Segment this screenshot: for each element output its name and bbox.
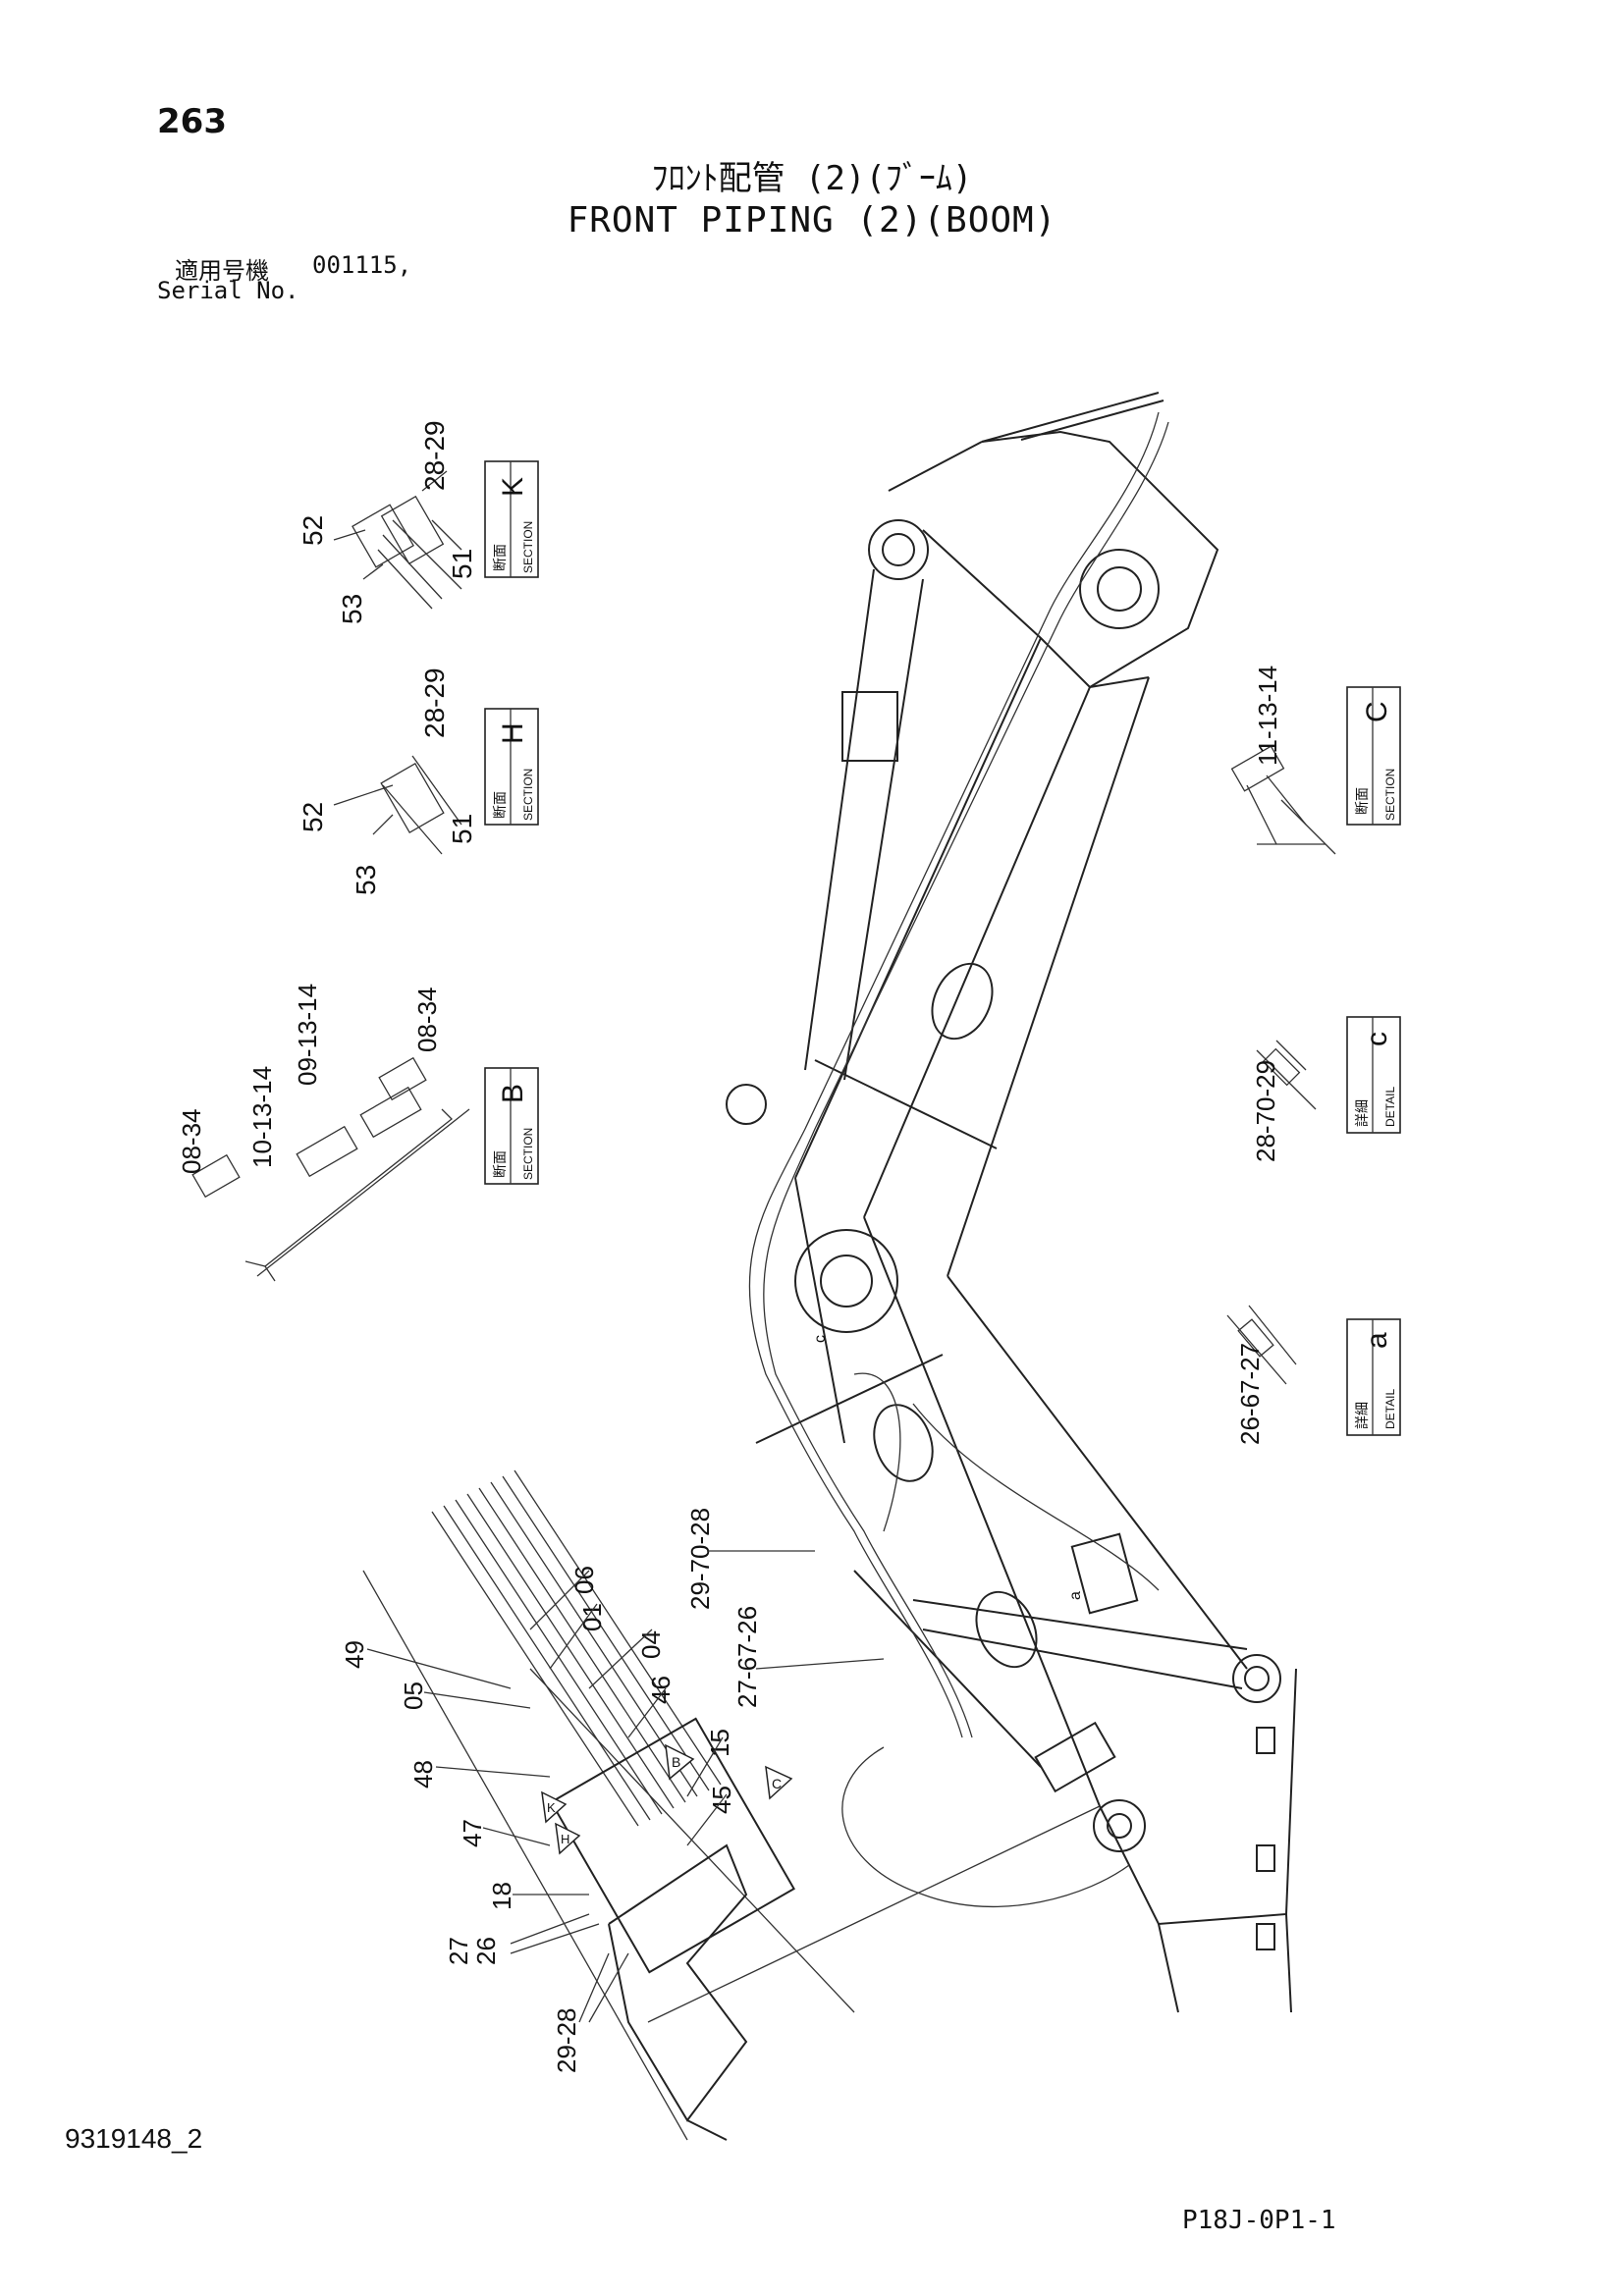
detail-c-label: c 詳細 DETAIL <box>1346 1016 1401 1134</box>
svg-text:c: c <box>1361 1032 1393 1046</box>
callout-29-70-28: 29-70-28 <box>685 1508 715 1610</box>
callout-47: 47 <box>458 1819 487 1847</box>
callout-h-left: 52 <box>298 802 328 832</box>
section-k-view: 28-29 52 53 51 K 断面 SECTION <box>298 420 539 624</box>
serial-value: 001115, <box>312 251 412 279</box>
callout-k-bottom-left: 53 <box>337 594 367 624</box>
svg-text:DETAIL: DETAIL <box>1383 1087 1397 1127</box>
section-marker-k: K <box>541 1790 568 1824</box>
callout-h-bottom-left: 53 <box>351 865 381 895</box>
svg-text:断面: 断面 <box>492 544 508 571</box>
callout-49: 49 <box>340 1640 369 1669</box>
svg-text:SECTION: SECTION <box>1383 769 1397 821</box>
section-h-view: 28-29 52 53 51 H 断面 SECTION <box>298 667 539 895</box>
callout-18: 18 <box>487 1882 516 1910</box>
callout-h-top: 28-29 <box>419 667 450 738</box>
title-english: FRONT PIPING (2)(BOOM) <box>567 200 1057 240</box>
hose-routing <box>748 411 1169 1908</box>
page-code: P18J-0P1-1 <box>1182 2206 1336 2235</box>
section-h-label: H 断面 SECTION <box>484 708 539 826</box>
svg-text:断面: 断面 <box>492 791 508 819</box>
clamp-block <box>550 1717 795 1974</box>
section-b-label: B 断面 SECTION <box>484 1067 539 1185</box>
callout-26: 26 <box>471 1937 501 1965</box>
svg-text:H: H <box>561 1832 569 1846</box>
boom-assembly <box>362 392 1297 2141</box>
svg-text:断面: 断面 <box>492 1150 508 1178</box>
callout-detail-c-stack: 28-70-29 <box>1251 1060 1280 1162</box>
detail-a-label: a 詳細 DETAIL <box>1346 1318 1401 1436</box>
page-number: 263 <box>157 102 227 141</box>
callout-b-09-13-14: 09-13-14 <box>293 984 322 1086</box>
section-c-label: C 断面 SECTION <box>1346 686 1401 826</box>
callout-06: 06 <box>569 1566 599 1594</box>
callout-detail-a-stack: 26-67-27 <box>1235 1343 1265 1445</box>
callout-k-left: 52 <box>298 515 328 546</box>
serial-label-japanese: 適用号機 <box>175 257 269 285</box>
detail-c-view: 28-70-29 c 詳細 DETAIL <box>1251 1016 1401 1162</box>
callout-27: 27 <box>444 1937 473 1965</box>
serial-label-english: Serial No. <box>157 277 299 304</box>
svg-text:B: B <box>672 1754 680 1770</box>
detail-a-view: 26-67-27 a 詳細 DETAIL <box>1226 1305 1401 1445</box>
callout-29-28: 29-28 <box>552 2008 581 2074</box>
section-marker-c: C <box>765 1765 793 1800</box>
svg-text:詳細: 詳細 <box>1354 1099 1370 1127</box>
section-k-label: K 断面 SECTION <box>484 460 539 578</box>
callout-k-right: 51 <box>447 549 477 579</box>
detail-marker-c: c <box>812 1335 829 1343</box>
callout-b-10-13-14: 10-13-14 <box>247 1066 277 1168</box>
svg-text:K: K <box>497 477 529 497</box>
svg-text:断面: 断面 <box>1354 787 1370 815</box>
svg-text:SECTION: SECTION <box>521 521 535 573</box>
callout-c-stack: 11-13-14 <box>1253 666 1282 766</box>
boom-upper-section <box>726 392 1297 2013</box>
callout-48: 48 <box>408 1760 438 1789</box>
pipe-bundle <box>362 1469 1101 2141</box>
svg-text:SECTION: SECTION <box>521 1128 535 1180</box>
callout-k-top: 28-29 <box>419 420 450 491</box>
leader-lines <box>366 1550 885 2023</box>
section-b-view: 08-34 09-13-14 10-13-14 08-34 B 断面 SECTI… <box>177 984 539 1282</box>
callout-01: 01 <box>577 1603 607 1631</box>
svg-text:C: C <box>1361 701 1393 722</box>
main-callouts: 29-70-28 27-67-26 06 01 04 49 05 46 15 4… <box>340 1335 1084 2073</box>
svg-text:K: K <box>547 1800 556 1815</box>
svg-text:DETAIL: DETAIL <box>1383 1389 1397 1429</box>
callout-h-right: 51 <box>447 814 477 844</box>
svg-text:a: a <box>1361 1332 1393 1349</box>
section-c-view: 11-13-14 C 断面 SECTION <box>1230 666 1401 855</box>
document-id: 9319148_2 <box>65 2123 203 2154</box>
svg-text:詳細: 詳細 <box>1354 1402 1370 1429</box>
detail-marker-a: a <box>1067 1591 1084 1600</box>
callout-b-08-34-left: 08-34 <box>177 1109 206 1175</box>
svg-text:C: C <box>772 1776 782 1791</box>
callout-46: 46 <box>646 1676 676 1704</box>
section-marker-h: H <box>555 1822 581 1855</box>
callout-04: 04 <box>636 1630 666 1659</box>
title-japanese: ﾌﾛﾝﾄ配管 (2)(ﾌﾞｰﾑ) <box>651 159 973 198</box>
svg-text:B: B <box>497 1084 529 1103</box>
section-marker-b: B <box>665 1743 695 1781</box>
callout-b-08-34-top: 08-34 <box>412 988 442 1053</box>
callout-05: 05 <box>399 1682 428 1710</box>
callout-27-67-26: 27-67-26 <box>732 1606 762 1708</box>
svg-text:SECTION: SECTION <box>521 769 535 821</box>
svg-text:H: H <box>497 722 529 744</box>
